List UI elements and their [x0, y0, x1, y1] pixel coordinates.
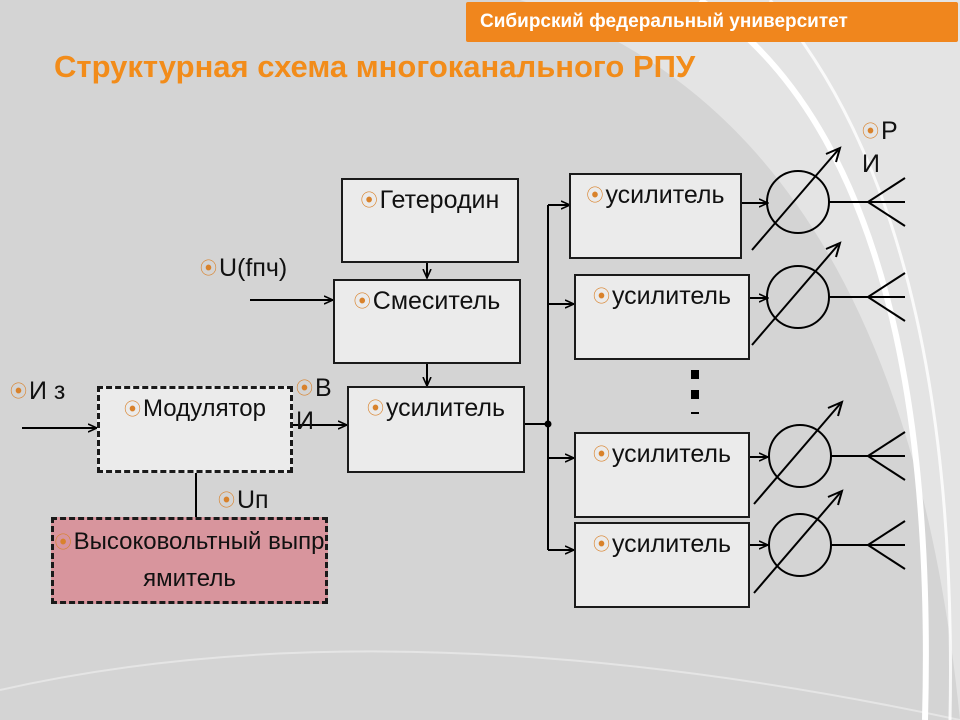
- bullet-icon: ⦿: [366, 399, 384, 419]
- output-amplifier-1: ⦿усилитель: [569, 173, 742, 259]
- bullet-icon: ⦿: [592, 535, 610, 555]
- bullet-icon: ⦿: [10, 382, 27, 402]
- heterodyne-label: Гетеродин: [379, 186, 500, 214]
- bullet-icon: ⦿: [862, 122, 879, 142]
- modulator-block: ⦿Модулятор: [97, 386, 293, 473]
- bullet-icon: ⦿: [592, 445, 610, 465]
- vi-label: ⦿В И: [296, 374, 332, 436]
- antenna-icon: [831, 431, 906, 481]
- phase-shifter-icon: [753, 489, 844, 594]
- ri-label: ⦿Р И: [862, 117, 898, 179]
- rectifier-block: ⦿Высоковольтный выпрямитель: [51, 517, 328, 604]
- mixer-label: Смеситель: [372, 287, 501, 315]
- output-amplifier-3: ⦿усилитель: [574, 432, 750, 518]
- phase-shifter-icon: [751, 146, 842, 251]
- bullet-icon: ⦿: [592, 287, 610, 307]
- page-title: Структурная схема многоканального РПУ: [54, 49, 696, 84]
- bullet-icon: ⦿: [353, 292, 371, 312]
- antenna-icon: [829, 272, 906, 322]
- bullet-icon: ⦿: [200, 259, 217, 279]
- output-amplifier-label: усилитель: [611, 440, 732, 468]
- phase-shifter-icon: [753, 400, 844, 505]
- bullet-icon: ⦿: [360, 191, 378, 211]
- output-amplifier-label: усилитель: [611, 282, 732, 310]
- bullet-icon: ⦿: [124, 399, 141, 419]
- bullet-icon: ⦿: [296, 379, 313, 399]
- antenna-icon: [831, 520, 906, 570]
- output-amplifier-label: усилитель: [611, 530, 732, 558]
- output-amplifier-2: ⦿усилитель: [574, 274, 750, 360]
- modulator-label: Модулятор: [143, 395, 266, 422]
- main-amplifier-block: ⦿усилитель: [347, 386, 525, 473]
- heterodyne-block: ⦿Гетеродин: [341, 178, 519, 263]
- mixer-block: ⦿Смеситель: [333, 279, 521, 364]
- output-amplifier-label: усилитель: [605, 181, 725, 209]
- up-label: ⦿Uп: [218, 484, 269, 517]
- source-label: ⦿И з: [10, 376, 70, 407]
- antenna-icon: [829, 177, 906, 227]
- main-amplifier-label: усилитель: [385, 394, 506, 422]
- bullet-icon: ⦿: [218, 491, 235, 511]
- ufpch-label: ⦿U(fпч): [200, 252, 287, 285]
- university-badge: Сибирский федеральный университет: [466, 2, 958, 42]
- phase-shifter-icon: [751, 241, 842, 346]
- bullet-icon: ⦿: [586, 186, 604, 206]
- rectifier-label: Высоковольтный выпрямитель: [73, 528, 325, 592]
- bullet-icon: ⦿: [54, 532, 72, 552]
- output-amplifier-4: ⦿усилитель: [574, 522, 750, 608]
